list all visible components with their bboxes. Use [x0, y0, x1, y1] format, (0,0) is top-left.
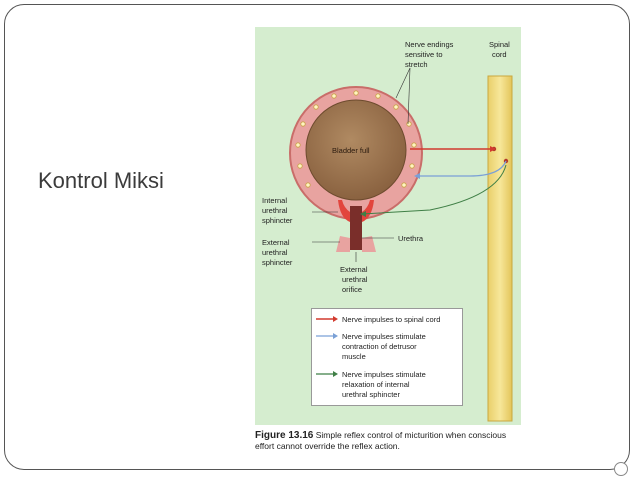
legend-blue-text-1: Nerve impulses stimulate	[342, 332, 426, 341]
urethra	[350, 206, 362, 250]
label-orifice-3: orifice	[342, 285, 362, 294]
legend-box	[311, 308, 463, 406]
label-spinal-cord-2: cord	[492, 50, 507, 59]
label-nerve-endings-3: stretch	[405, 60, 428, 69]
legend-blue-text-2: contraction of detrusor	[342, 342, 417, 351]
slide-title: Kontrol Miksi	[38, 168, 164, 193]
legend-red-text-1: Nerve impulses to spinal cord	[342, 315, 440, 324]
caption-text-2: effort cannot override the reflex action…	[255, 441, 400, 451]
label-internal-2: urethral	[262, 206, 288, 215]
label-orifice-2: urethral	[342, 275, 368, 284]
efferent-nerve-blue	[416, 160, 507, 177]
label-internal-1: Internal	[262, 196, 287, 205]
label-nerve-endings-1: Nerve endings	[405, 40, 454, 49]
leader-lines	[312, 67, 411, 262]
legend-green-text-2: relaxation of internal	[342, 380, 410, 389]
label-internal-3: sphincter	[262, 216, 293, 225]
spinal-cord	[487, 75, 513, 422]
caption-number: Figure 13.16	[255, 430, 314, 441]
label-external-3: sphincter	[262, 258, 293, 267]
legend-green-text-3: urethral sphincter	[342, 390, 400, 399]
label-external-1: External	[262, 238, 290, 247]
label-bladder: Bladder full	[332, 146, 370, 155]
label-orifice-1: External	[340, 265, 368, 274]
label-external-2: urethral	[262, 248, 288, 257]
label-urethra: Urethra	[398, 234, 424, 243]
stretch-receptors	[295, 90, 417, 188]
caption-text-1: Simple reflex control of micturition whe…	[315, 430, 507, 440]
internal-sphincter	[338, 200, 350, 222]
figure-caption: Figure 13.16 Simple reflex control of mi…	[255, 430, 555, 452]
legend-green-text-1: Nerve impulses stimulate	[342, 370, 426, 379]
external-sphincter	[336, 236, 376, 252]
legend-blue-text-3: muscle	[342, 352, 366, 361]
label-spinal-cord-1: Spinal	[489, 40, 510, 49]
bladder-lumen	[305, 99, 407, 201]
slide-corner-dot	[614, 462, 628, 476]
label-nerve-endings-2: sensitive to	[405, 50, 443, 59]
efferent-nerve-green	[361, 164, 507, 215]
